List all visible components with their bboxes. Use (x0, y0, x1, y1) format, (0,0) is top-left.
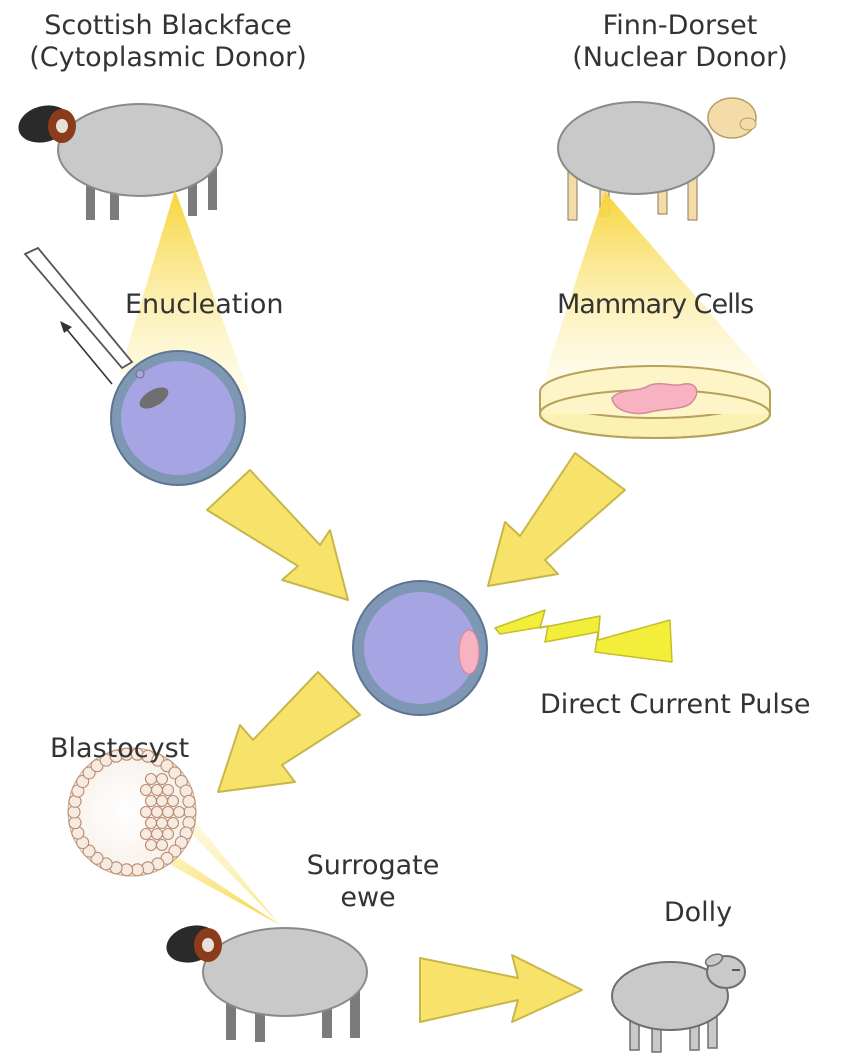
blastocyst-cell (157, 796, 168, 807)
blastocyst-cell (146, 774, 157, 785)
blastocyst-cell (157, 818, 168, 829)
dolly-label: Dolly (664, 897, 732, 928)
blastocyst-label: Blastocyst (50, 733, 189, 764)
blastocyst (68, 748, 196, 876)
blastocyst-cell (141, 785, 152, 796)
fused-cell (353, 581, 487, 715)
blastocyst-cell (157, 840, 168, 851)
blastocyst-cell (152, 785, 163, 796)
blastocyst-cell (174, 807, 185, 818)
blastocyst-cell (142, 862, 154, 874)
blastocyst-cell (146, 796, 157, 807)
petri-dish-mammary-cells (540, 366, 770, 438)
blastocyst-cell (163, 829, 174, 840)
electric-pulse-bolt (495, 610, 672, 662)
blastocyst-cell (157, 774, 168, 785)
blastocyst-cell (168, 796, 179, 807)
blastocyst-cell (168, 818, 179, 829)
blastocyst-cell (121, 864, 133, 876)
mammary-cells-label: Mammary Cells (557, 289, 753, 320)
dolly-lamb (612, 952, 745, 1052)
enucleated-egg-cell (111, 351, 245, 485)
arrow-fusion-to-blastocyst (218, 672, 360, 792)
blastocyst-cell (69, 817, 81, 829)
finn-role-label: (Nuclear Donor) (572, 42, 788, 73)
blastocyst-cell (152, 829, 163, 840)
micropipette (25, 248, 132, 384)
blackface-name-label: Scottish Blackface (44, 10, 292, 41)
blastocyst-cell (141, 807, 152, 818)
blastocyst-cell (163, 785, 174, 796)
blastocyst-cell (68, 806, 80, 818)
blastocyst-cell (184, 806, 196, 818)
blastocyst-cell (163, 807, 174, 818)
direct-current-pulse-label: Direct Current Pulse (540, 689, 811, 720)
blastocyst-cell (141, 829, 152, 840)
scottish-blackface-sheep (14, 100, 222, 220)
surrogate-ewe (162, 920, 367, 1042)
ewe-label: ewe (340, 882, 395, 913)
arrow-surrogate-to-dolly (420, 955, 582, 1022)
arrow-mammary-to-fusion (488, 453, 625, 586)
finn-name-label: Finn-Dorset (603, 10, 758, 41)
finn-dorset-sheep (558, 98, 756, 220)
surrogate-label: Surrogate (307, 850, 440, 881)
blastocyst-cell (152, 807, 163, 818)
blackface-role-label: (Cytoplasmic Donor) (29, 42, 307, 73)
arrow-enucleation-to-fusion (207, 470, 348, 600)
blastocyst-cell (131, 864, 143, 876)
blastocyst-cell (146, 818, 157, 829)
enucleation-label: Enucleation (125, 289, 284, 320)
blastocyst-cell (146, 840, 157, 851)
blastocyst-cell (183, 795, 195, 807)
